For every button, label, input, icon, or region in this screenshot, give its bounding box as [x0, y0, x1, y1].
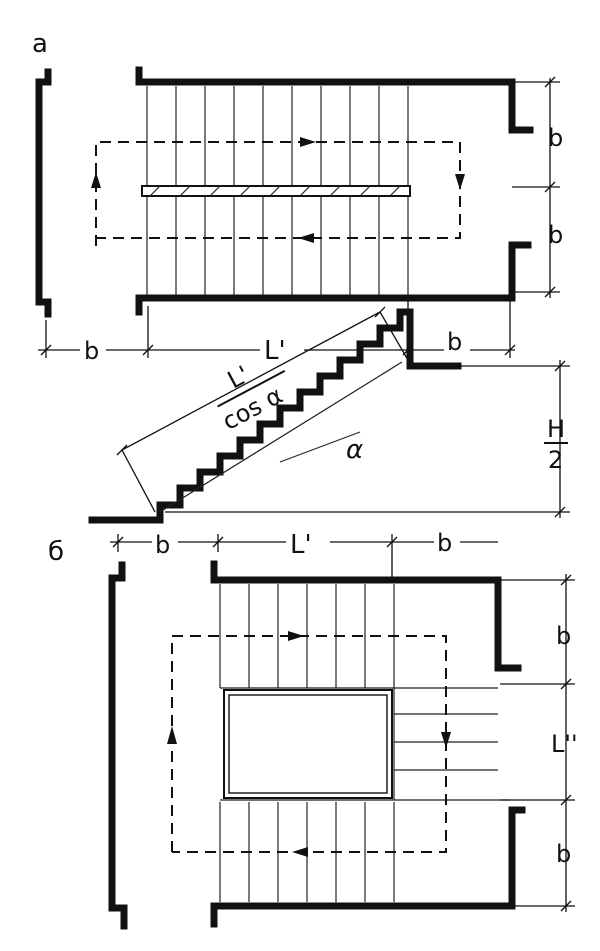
plan-a-dim-L: L' [264, 336, 286, 366]
plan-a-left-wall [35, 68, 52, 318]
plan-a: а [32, 29, 563, 366]
plan-b-dim-b-left: b [155, 531, 170, 559]
plan-a-handrail-hatch [149, 185, 401, 197]
plan-b-dim-b-bottom: b [556, 840, 571, 868]
plan-b: б b L' b [48, 526, 578, 930]
plan-b-arrow-down [441, 732, 451, 748]
angle-label: α [346, 435, 363, 465]
inclined-dimension [116, 306, 409, 513]
angle-base-line [279, 431, 361, 463]
plan-b-dim-b-right: b [437, 529, 452, 557]
stair-section: α L' cos α H 2 [88, 306, 570, 524]
plan-b-left-wall [108, 561, 128, 930]
plan-b-stairwell-opening [223, 689, 393, 799]
plan-b-top-wall [210, 560, 522, 672]
plan-a-arrow-up [91, 172, 101, 188]
plan-b-arrow-left [292, 847, 308, 857]
stair-profile [88, 308, 462, 524]
plan-a-walk-path [95, 141, 461, 246]
plan-b-right-dimension [500, 574, 575, 912]
plan-b-arrow-right [288, 631, 304, 641]
height-denominator: 2 [548, 446, 563, 474]
plan-a-dim-b-top: b [548, 124, 563, 152]
plan-b-arrow-up [167, 726, 177, 744]
plan-a-bottom-wall [135, 241, 532, 316]
plan-b-walk-path [171, 635, 447, 853]
plan-a-label: а [32, 29, 48, 59]
plan-a-dim-b-mid: b [548, 221, 563, 249]
plan-a-arrow-left [298, 233, 314, 243]
plan-a-top-wall [135, 66, 534, 134]
plan-b-dim-L: L' [290, 530, 312, 560]
height-numerator: H [547, 415, 565, 443]
plan-a-handrail [141, 185, 411, 197]
plan-a-dim-b-right: b [447, 328, 462, 356]
plan-a-right-dimension [512, 76, 560, 298]
plan-b-label: б [48, 537, 64, 567]
plan-b-dim-b-top: b [556, 622, 571, 650]
fraction-denominator: cos α [218, 381, 288, 436]
plan-a-dim-b-left: b [84, 337, 99, 365]
slope-line [159, 361, 403, 513]
height-dimension [165, 360, 570, 518]
plan-a-arrow-down [455, 174, 465, 190]
plan-b-bottom-wall [210, 806, 526, 928]
plan-a-arrow-right [300, 137, 316, 147]
plan-b-dim-L2: L'' [551, 730, 578, 758]
